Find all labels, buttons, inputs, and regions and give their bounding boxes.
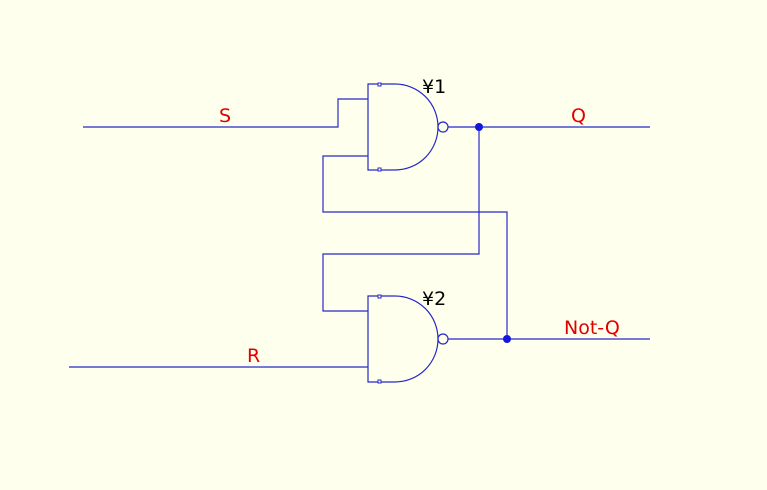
gate-u1[interactable]: ¥1 xyxy=(367,76,449,172)
wires xyxy=(69,98,650,368)
wire-notq-feedback[interactable] xyxy=(322,155,508,339)
junction-not-q xyxy=(503,335,511,343)
inverter-bubble xyxy=(437,333,449,345)
pin-input-a[interactable] xyxy=(377,82,382,87)
wire-q-feedback[interactable] xyxy=(322,127,480,312)
pin-input-b[interactable] xyxy=(377,379,382,384)
pin-input-b[interactable] xyxy=(377,167,382,172)
nand-gate-body xyxy=(367,295,439,383)
nand-gate-body xyxy=(367,83,439,171)
net-label-q: Q xyxy=(571,105,586,127)
gate-u2[interactable]: ¥2 xyxy=(367,288,449,384)
net-label-not-q: Not-Q xyxy=(564,317,620,339)
wire-s-input[interactable] xyxy=(83,98,368,128)
gate-label: ¥2 xyxy=(422,288,446,310)
inverter-bubble xyxy=(437,121,449,133)
net-label-r: R xyxy=(247,345,260,367)
net-label-s: S xyxy=(219,105,231,127)
junction-q xyxy=(475,123,483,131)
gate-label: ¥1 xyxy=(422,76,446,98)
pin-input-a[interactable] xyxy=(377,294,382,299)
